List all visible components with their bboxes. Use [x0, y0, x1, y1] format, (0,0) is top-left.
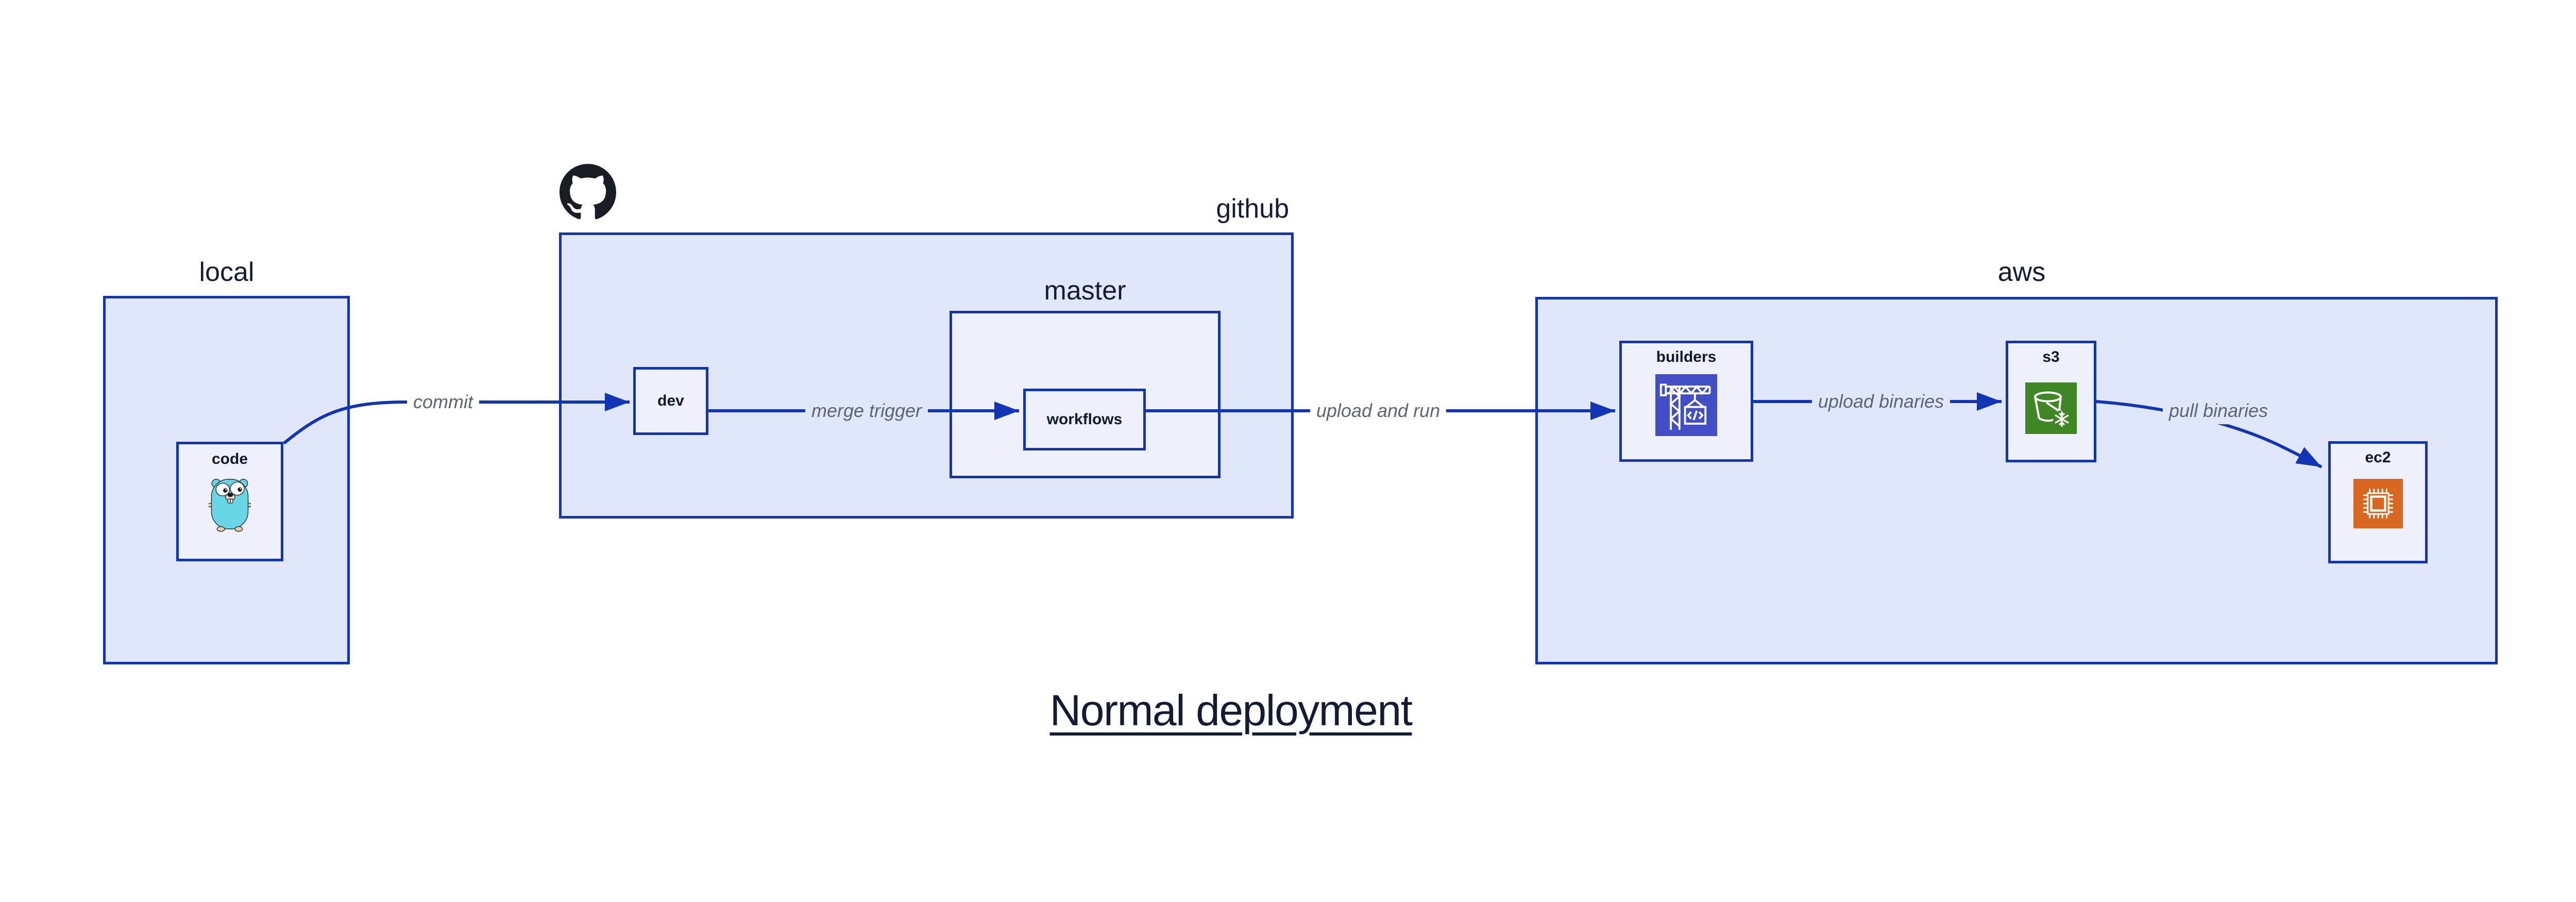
- local-label: local: [199, 257, 255, 287]
- edge-upload-binaries-label: upload binaries: [1811, 388, 1951, 415]
- node-code-label: code: [211, 450, 248, 467]
- aws-ec2-chip-icon: [2353, 479, 2403, 528]
- node-ec2-label: ec2: [2365, 449, 2391, 466]
- node-dev-label: dev: [657, 392, 684, 409]
- node-dev: dev: [633, 367, 708, 435]
- edge-commit-label: commit: [407, 389, 479, 415]
- node-s3: s3: [2006, 341, 2096, 462]
- node-s3-label: s3: [2042, 348, 2060, 365]
- node-code: code: [176, 442, 283, 561]
- go-gopher-icon: [209, 478, 251, 532]
- node-builders-label: builders: [1656, 348, 1717, 365]
- node-workflows-label: workflows: [1046, 411, 1123, 428]
- aws-s3-glacier-bucket-icon: [2025, 382, 2077, 434]
- aws-codebuild-crane-icon: [1655, 374, 1717, 436]
- edge-pull-binaries-label: pull binaries: [2162, 397, 2275, 424]
- master-label: master: [1044, 276, 1126, 306]
- node-workflows: workflows: [1023, 389, 1146, 450]
- node-builders: builders: [1619, 341, 1753, 462]
- github-octocat-icon: [560, 164, 616, 220]
- aws-label: aws: [1997, 257, 2046, 287]
- diagram-title: Normal deployment: [1049, 686, 1413, 734]
- edge-merge-trigger-label: merge trigger: [805, 397, 928, 424]
- node-ec2: ec2: [2328, 441, 2428, 563]
- github-label: github: [1216, 194, 1289, 224]
- edge-upload-and-run-label: upload and run: [1310, 397, 1447, 424]
